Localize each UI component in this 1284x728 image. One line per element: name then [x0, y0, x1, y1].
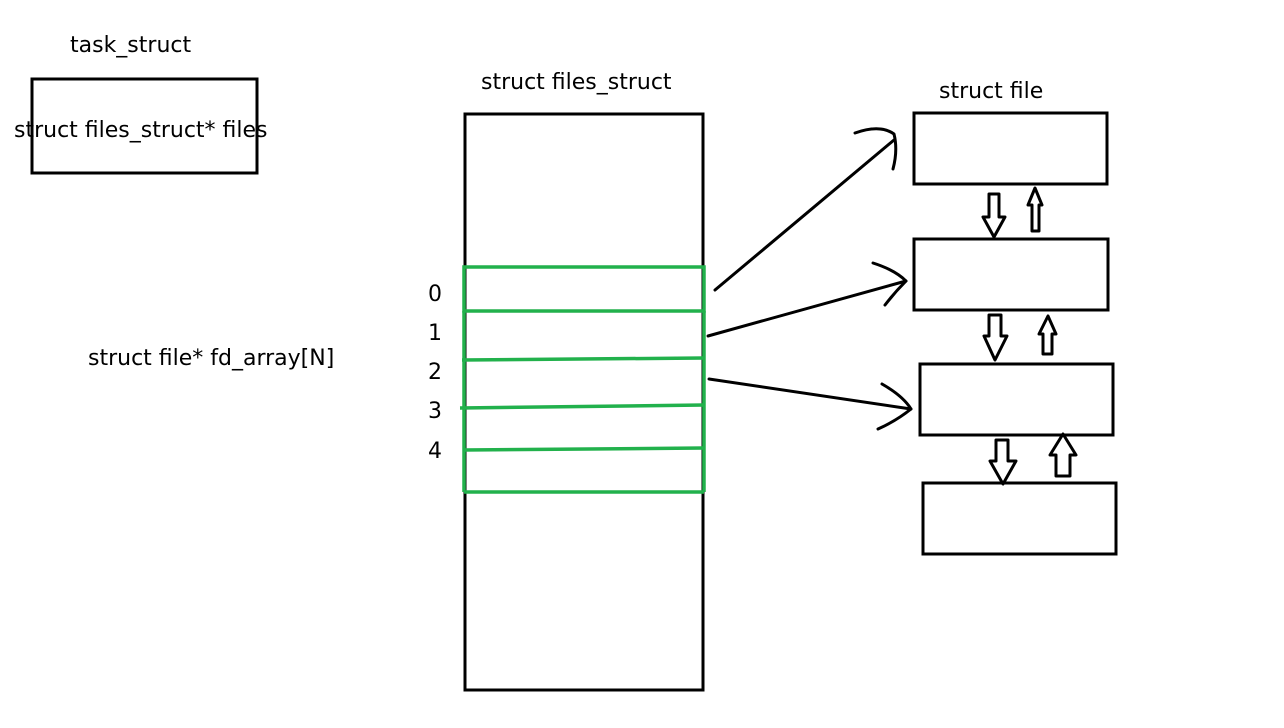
fd-index-0: 0	[428, 282, 442, 307]
files-struct-box	[463, 112, 705, 692]
fd-slot-0	[462, 265, 706, 313]
struct-file-box-2	[912, 237, 1110, 312]
fd-array-label: struct file* fd_array[N]	[88, 346, 335, 371]
fd-slot-divider-3	[463, 446, 705, 452]
files-pointer-label: struct files_struct* files	[14, 118, 268, 143]
struct-file-boxes	[912, 111, 1118, 556]
arrowhead-fd1	[871, 261, 908, 307]
fd-array-slots	[459, 265, 706, 494]
task-struct-label: task_struct	[70, 33, 192, 58]
fd-index-1: 1	[428, 321, 442, 346]
pointer-arrows	[706, 127, 913, 431]
down-arrow-2	[982, 313, 1009, 362]
files-struct-label: struct files_struct	[481, 70, 672, 95]
struct-file-box-3	[918, 362, 1115, 437]
struct-file-box-4	[921, 481, 1118, 556]
arrowhead-fd0	[853, 127, 898, 171]
fd-index-4: 4	[428, 439, 442, 464]
struct-file-label: struct file	[939, 79, 1044, 104]
arrowhead-fd2	[876, 382, 913, 431]
arrow-fd1-to-file2	[706, 279, 908, 338]
down-arrow-3	[988, 438, 1018, 486]
struct-file-box-1	[912, 111, 1109, 186]
list-link-arrows	[981, 186, 1078, 486]
up-arrow-1	[1026, 186, 1044, 233]
task-struct-box	[30, 77, 259, 175]
down-arrow-1	[981, 192, 1007, 239]
up-arrow-3	[1048, 432, 1078, 478]
fd-index-3: 3	[428, 399, 442, 424]
arrow-fd0-to-file1	[713, 138, 896, 292]
fd-slot-divider-1	[461, 356, 705, 362]
arrow-fd2-to-file3	[707, 377, 913, 411]
fd-index-2: 2	[428, 360, 442, 385]
fd-slot-divider-2	[459, 403, 705, 410]
up-arrow-2	[1037, 314, 1058, 356]
